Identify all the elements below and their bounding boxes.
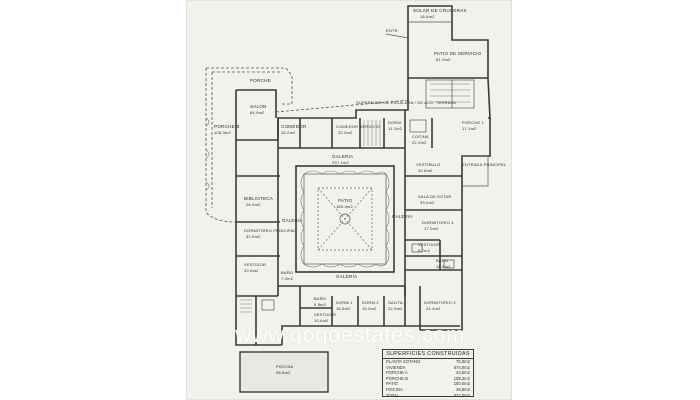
table-row-label: TOTAL bbox=[386, 392, 400, 398]
label-dormitorio-ppal: DORMITORIO PRINCIPAL bbox=[244, 228, 296, 233]
entry-note: ENTR. bbox=[386, 28, 399, 33]
area-dorm1: 15.5m2 bbox=[336, 306, 351, 311]
table-row: PISCINA 28,8m2 bbox=[383, 387, 473, 393]
area-dorm-small: 11.1m2 bbox=[388, 126, 403, 131]
label-galeria-right: GALERIA bbox=[392, 214, 412, 219]
label-dormitorio3: DORMITORIO 3 bbox=[424, 300, 456, 305]
site-watermark: www.gogoestates.com bbox=[235, 322, 465, 347]
label-comedor-serv: COMEDOR SERVICIO bbox=[336, 124, 380, 129]
label-vestidor-r: VESTIDOR bbox=[418, 242, 440, 247]
label-dorm-small: DORM. bbox=[388, 120, 402, 125]
label-patio: PATIO bbox=[338, 198, 352, 203]
label-vestidor-l: VESTIDOR bbox=[244, 262, 266, 267]
area-sala-estar: 33.0m2 bbox=[420, 200, 435, 205]
label-galeria-top: GALERIA bbox=[332, 154, 354, 159]
area-dorm2: 15.0m2 bbox=[362, 306, 377, 311]
area-dormitorio3: 24.4m2 bbox=[426, 306, 441, 311]
label-dorm1: DORM.1 bbox=[336, 300, 353, 305]
area-dormitorio-ppal: 32.0m2 bbox=[246, 234, 261, 239]
area-piscina: 28.8m2 bbox=[276, 370, 291, 375]
table-row: VIVIENDA 674,0m2 bbox=[383, 365, 473, 371]
stair-details bbox=[240, 79, 475, 313]
table-row-value: 28,8m2 bbox=[456, 386, 470, 392]
label-porche1: PORCHE 1 bbox=[462, 120, 485, 125]
area-cocina: 22.0m2 bbox=[412, 140, 427, 145]
table-row-value: 972,0m2 bbox=[453, 392, 470, 398]
area-vestidor-l: 20.0m2 bbox=[244, 268, 259, 273]
terrace-dashed-line bbox=[275, 99, 411, 113]
table-row-label: PISCINA bbox=[386, 386, 403, 392]
label-comedor: COMEDOR bbox=[281, 124, 307, 129]
entry-arrow bbox=[385, 33, 409, 39]
label-vestibulo: VESTIBULO bbox=[416, 162, 440, 167]
area-service-yard: 81.0m2 bbox=[436, 57, 451, 62]
interior-walls bbox=[236, 110, 462, 345]
area-bano-r: 10.5m2 bbox=[436, 264, 451, 269]
table-row: PORCHE B 108,3m2 bbox=[383, 376, 473, 382]
label-service-yard: PATIO DE SERVICIO bbox=[434, 51, 482, 56]
area-bano-l: 7.2m2 bbox=[281, 276, 294, 281]
table-row-value: 75,0m2 bbox=[456, 359, 470, 364]
area-salon: 84.9m2 bbox=[250, 110, 265, 115]
label-dormitorio4: DORMITORIO 4 bbox=[422, 220, 454, 225]
area-dormitorio4: 17.0m2 bbox=[424, 226, 439, 231]
porch-outline bbox=[205, 67, 293, 223]
label-salon: SALON bbox=[250, 104, 267, 109]
surfaces-table: SUPERFICIES CONSTRUIDAS PLANTA SOTANO 75… bbox=[382, 349, 474, 399]
table-row-label: VIVIENDA bbox=[386, 364, 406, 370]
courtyard bbox=[295, 165, 395, 273]
table-row-value: 674,0m2 bbox=[453, 364, 470, 370]
label-galeria-bottom: GALERIA bbox=[336, 274, 358, 279]
surfaces-table-title: SUPERFICIES CONSTRUIDAS bbox=[383, 350, 473, 359]
area-porch-b: 108.3m2 bbox=[214, 130, 232, 135]
area-bano-c: 5.8m2 bbox=[314, 302, 327, 307]
entrance-steps bbox=[462, 155, 489, 187]
table-row-value: 180,0m2 bbox=[453, 381, 470, 387]
label-bano-c: BAÑO bbox=[314, 296, 326, 301]
area-biblioteca: 28.0m2 bbox=[246, 202, 261, 207]
label-entrada: ENTRADA PRINCIPAL bbox=[462, 162, 507, 167]
area-porche1: 17.1m2 bbox=[462, 126, 477, 131]
label-porch-b: PORCHE B bbox=[214, 124, 240, 129]
area-comedor-serv: 22.0m2 bbox=[338, 130, 353, 135]
label-salita: SALITA bbox=[388, 300, 403, 305]
table-row: PATIO 180,0m2 bbox=[383, 381, 473, 387]
label-galeria-left: GALERIA bbox=[282, 218, 302, 223]
label-bano-l: BAÑO bbox=[281, 270, 293, 275]
table-row: PORCHE A 43,5m2 bbox=[383, 370, 473, 376]
plan-paper bbox=[186, 0, 512, 400]
area-salita: 22.0m2 bbox=[388, 306, 403, 311]
label-piscina: PISCINA bbox=[276, 364, 294, 369]
area-vestidor-b: 10.6m2 bbox=[314, 318, 329, 323]
table-row-label: PORCHE B bbox=[386, 375, 408, 381]
table-row-label: PORCHE A bbox=[386, 370, 408, 376]
area-solar: 18.6m2 bbox=[420, 14, 435, 19]
label-porch-top: PORCHE bbox=[250, 78, 271, 83]
area-vestibulo: 22.6m2 bbox=[418, 168, 433, 173]
label-biblioteca: BIBLIOTECA bbox=[244, 196, 274, 201]
table-row: TOTAL 972,0m2 bbox=[383, 393, 473, 399]
table-row-value: 108,3m2 bbox=[453, 375, 470, 381]
table-row: PLANTA SOTANO 75,0m2 bbox=[383, 359, 473, 365]
label-dorm2: DORM.2 bbox=[362, 300, 379, 305]
label-cocina: COCINA bbox=[412, 134, 429, 139]
label-vestidor-b: VESTIDOR bbox=[314, 312, 336, 317]
label-bano-r: BAÑO bbox=[436, 258, 448, 263]
table-row-label: PATIO bbox=[386, 381, 398, 387]
area-comedor: 15.2m2 bbox=[281, 130, 296, 135]
area-patio: 180.0m2 bbox=[336, 204, 354, 209]
area-vestidor-r: 9.7m2 bbox=[418, 248, 431, 253]
table-row-value: 43,5m2 bbox=[456, 370, 470, 376]
terrace-note: SUPERFICIE DE ESCALERA / DE ACC. TERRAZA bbox=[356, 100, 456, 105]
label-solar: SOLAR DE CRUCERAS bbox=[413, 8, 467, 13]
room-labels: SOLAR DE CRUCERAS 18.6m2 PATIO DE SERVIC… bbox=[214, 8, 507, 375]
pool bbox=[239, 351, 329, 393]
table-row-label: PLANTA SOTANO bbox=[386, 359, 421, 364]
label-sala-estar: SALA DE ESTAR bbox=[418, 194, 451, 199]
area-galeria-top: 237.1m2 bbox=[332, 160, 350, 165]
